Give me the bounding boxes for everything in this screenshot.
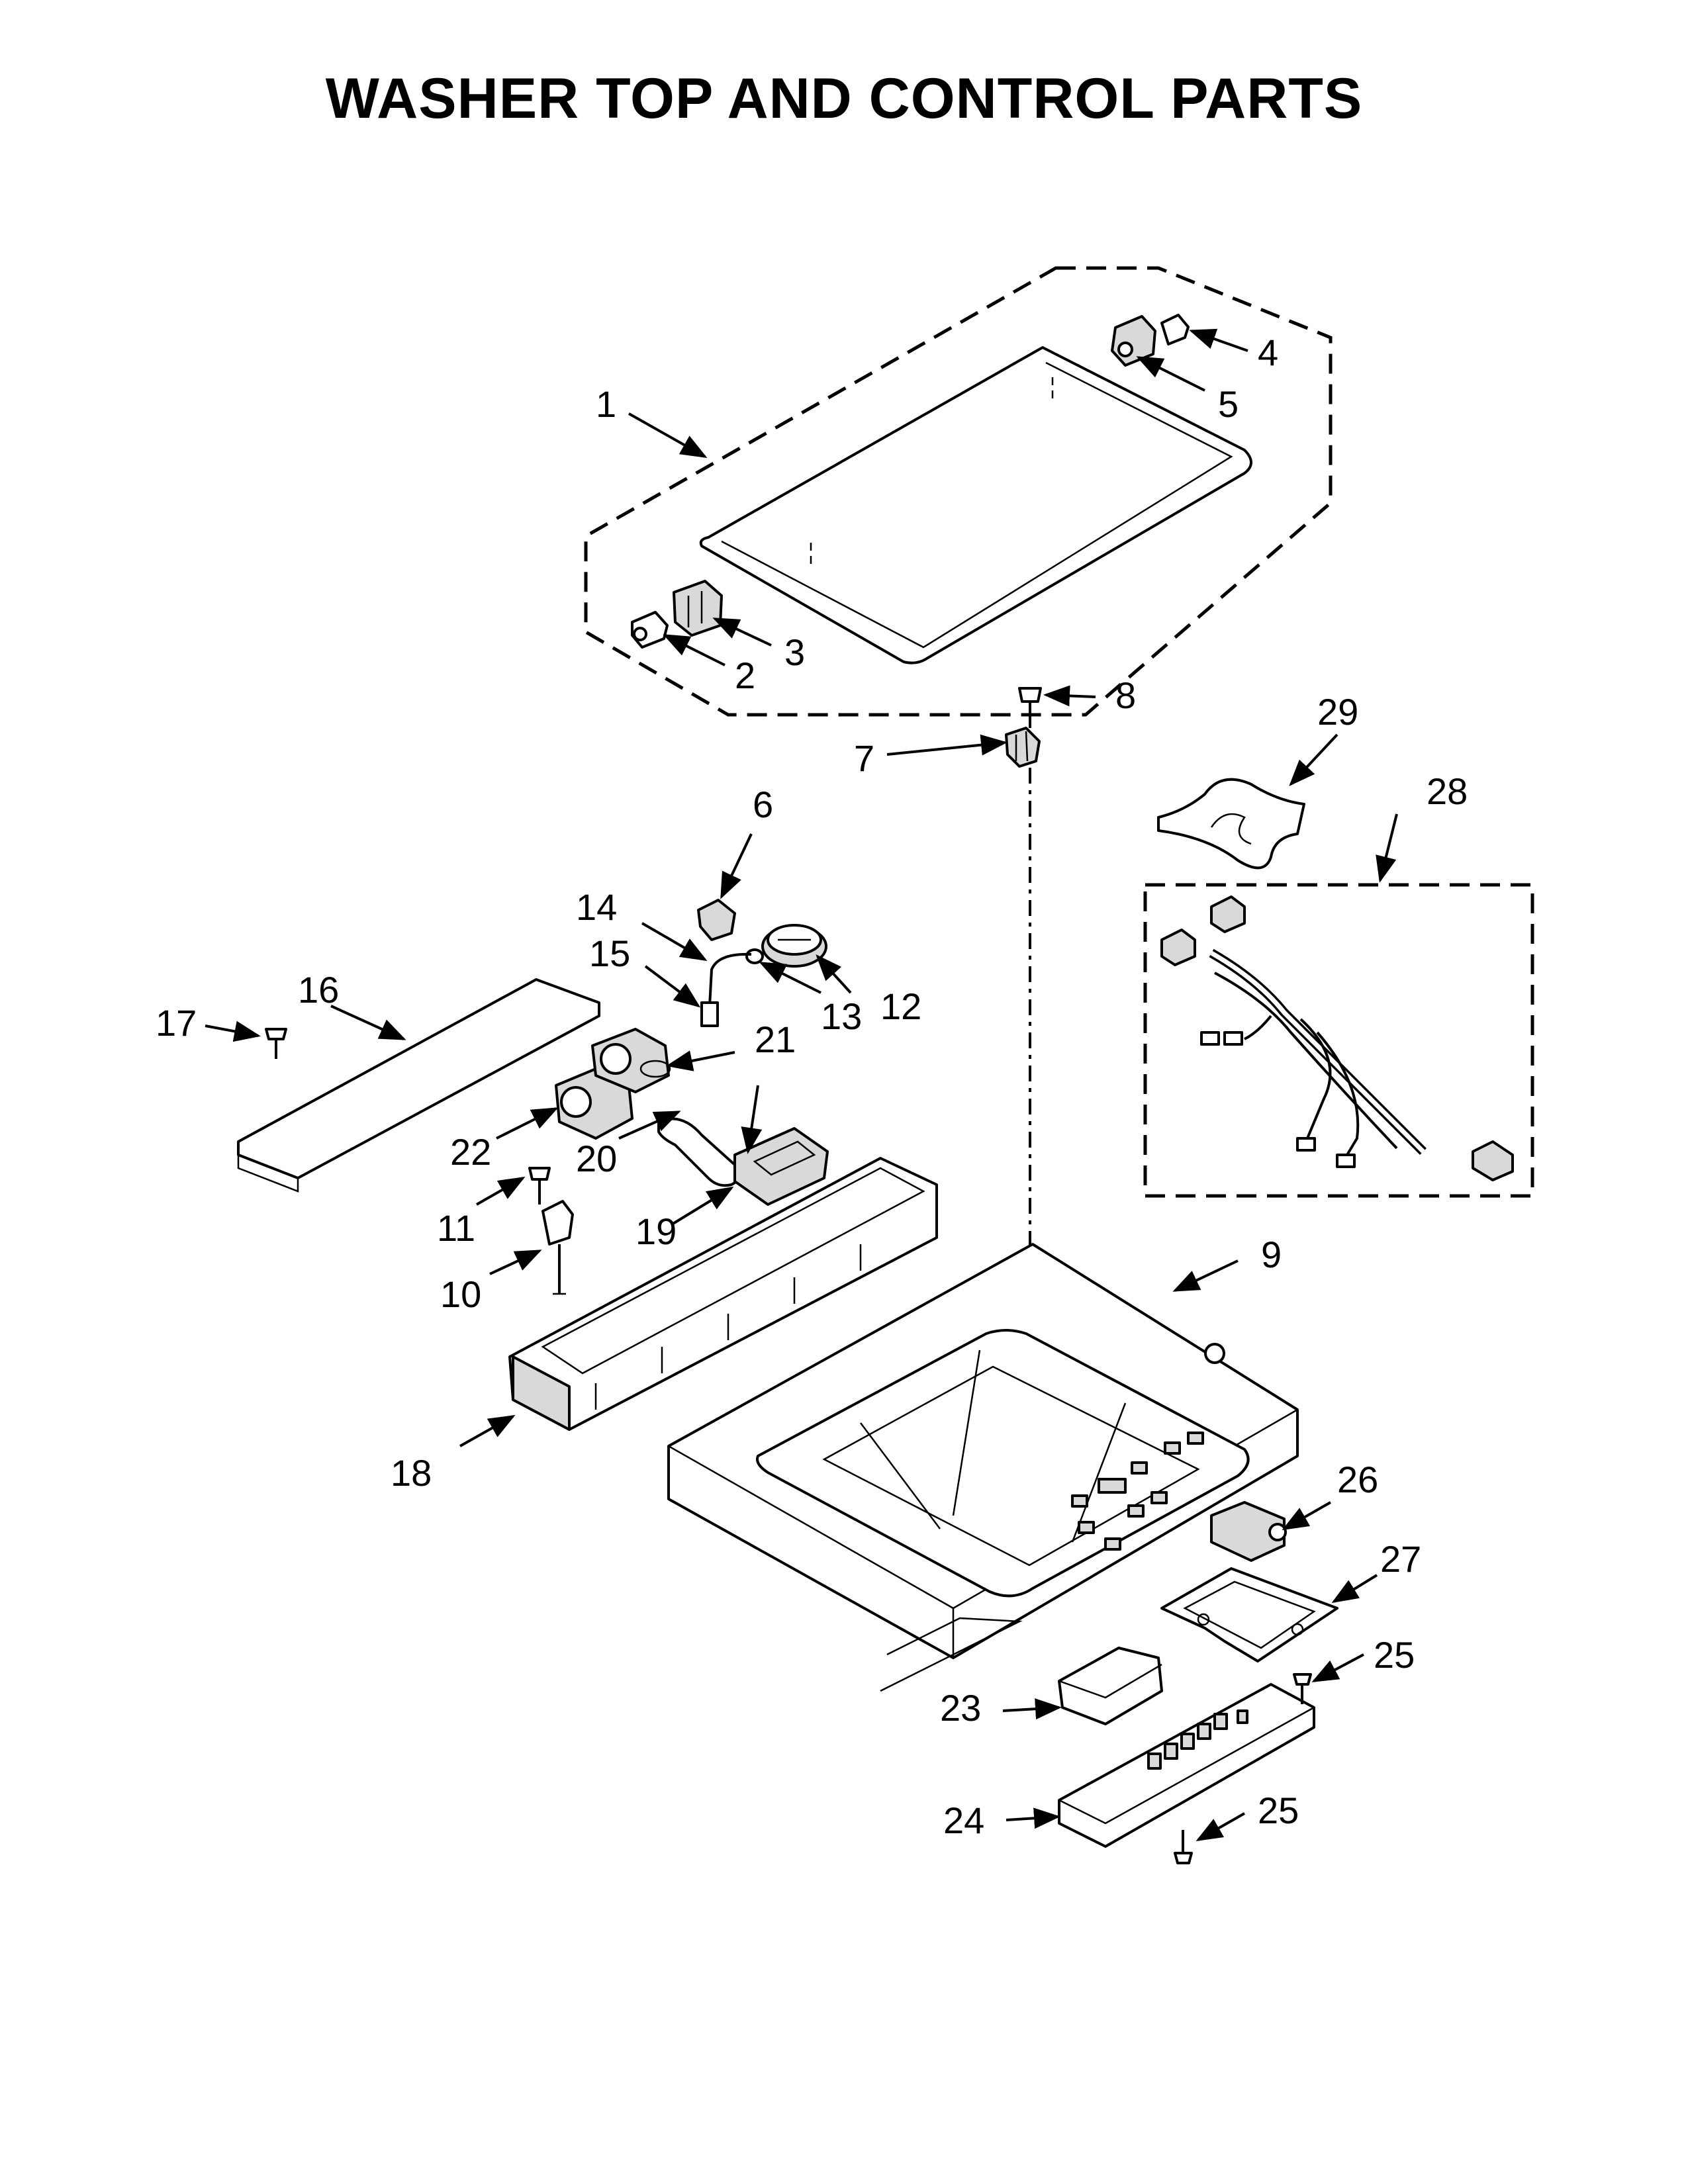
callout-8: 8	[1115, 674, 1136, 716]
callout-25-upper: 25	[1374, 1634, 1415, 1676]
clamp-13	[745, 948, 764, 964]
callout-13: 13	[821, 995, 862, 1037]
page-title: WASHER TOP AND CONTROL PARTS	[325, 67, 1363, 130]
harness-connector-4	[1296, 1137, 1356, 1168]
callout-arrows	[205, 328, 1398, 1841]
callout-10: 10	[440, 1273, 481, 1315]
water-valve-22	[555, 1028, 670, 1140]
callout-19: 19	[635, 1210, 677, 1252]
callout-1: 1	[596, 383, 616, 425]
lid-glass-panel	[699, 346, 1252, 664]
callout-25-lower: 25	[1258, 1790, 1299, 1831]
harness-connector-5	[1472, 1140, 1514, 1181]
callout-16: 16	[298, 969, 339, 1011]
lid-assembly-boundary	[584, 266, 1333, 717]
harness-connector-3	[1200, 1031, 1243, 1046]
callout-26: 26	[1337, 1459, 1378, 1500]
pressure-hose-14	[708, 952, 752, 1007]
board-cover-23	[1058, 1647, 1163, 1725]
pressure-sensor-12	[761, 924, 827, 968]
callout-3: 3	[784, 631, 805, 673]
callout-15: 15	[589, 933, 630, 974]
gasket-29	[1157, 778, 1305, 870]
hinge-5	[1111, 315, 1156, 367]
callout-18: 18	[391, 1452, 432, 1494]
callout-7: 7	[854, 737, 874, 779]
screw-11	[528, 1167, 551, 1205]
control-panel-cover-16	[237, 978, 600, 1193]
callout-23: 23	[940, 1687, 981, 1729]
wire-harness-28	[1143, 883, 1534, 1198]
callout-22: 22	[450, 1131, 491, 1173]
harness-boundary	[1143, 883, 1534, 1198]
callout-5: 5	[1218, 383, 1239, 425]
lid-assembly	[584, 266, 1333, 717]
callout-28: 28	[1427, 770, 1468, 812]
washer-top-panel-9	[667, 1243, 1299, 1692]
harness-connector-2	[1160, 929, 1196, 966]
callout-14: 14	[576, 886, 617, 928]
harness-connector-1	[1210, 895, 1246, 933]
sensor-26	[1210, 1501, 1287, 1562]
callout-4: 4	[1258, 332, 1278, 373]
sensor-bracket-10	[541, 1200, 574, 1295]
hinge-pin-2	[631, 611, 669, 649]
lid-clip-7	[1005, 727, 1041, 768]
clip-6	[697, 899, 736, 941]
callout-27: 27	[1380, 1538, 1421, 1580]
board-components	[1147, 1709, 1248, 1770]
callout-11: 11	[437, 1207, 475, 1249]
callout-12: 12	[880, 985, 921, 1027]
hinge-pin-4	[1160, 314, 1190, 345]
screw-17	[265, 1028, 287, 1059]
hose-connector-15	[700, 1001, 719, 1027]
console-housing-18	[508, 1157, 938, 1431]
callout-17: 17	[156, 1002, 197, 1044]
callout-21: 21	[755, 1019, 796, 1060]
callout-29: 29	[1317, 691, 1358, 733]
screw-25-upper	[1293, 1673, 1312, 1704]
callout-24: 24	[943, 1799, 984, 1841]
callout-20: 20	[576, 1138, 617, 1179]
callout-2: 2	[735, 655, 755, 696]
mounting-bracket-27	[1160, 1567, 1338, 1662]
callout-labels: 1 2 3 4 5 6 7 8 9 10 11 12 13 14 15 16 1…	[156, 332, 1468, 1841]
screw-8	[1018, 687, 1042, 728]
callout-9: 9	[1261, 1234, 1282, 1275]
control-buttons	[1071, 1432, 1204, 1551]
hinge-3	[673, 580, 723, 637]
callout-6: 6	[753, 784, 773, 825]
screw-25-lower	[1174, 1830, 1193, 1864]
hose-20	[657, 1117, 741, 1187]
